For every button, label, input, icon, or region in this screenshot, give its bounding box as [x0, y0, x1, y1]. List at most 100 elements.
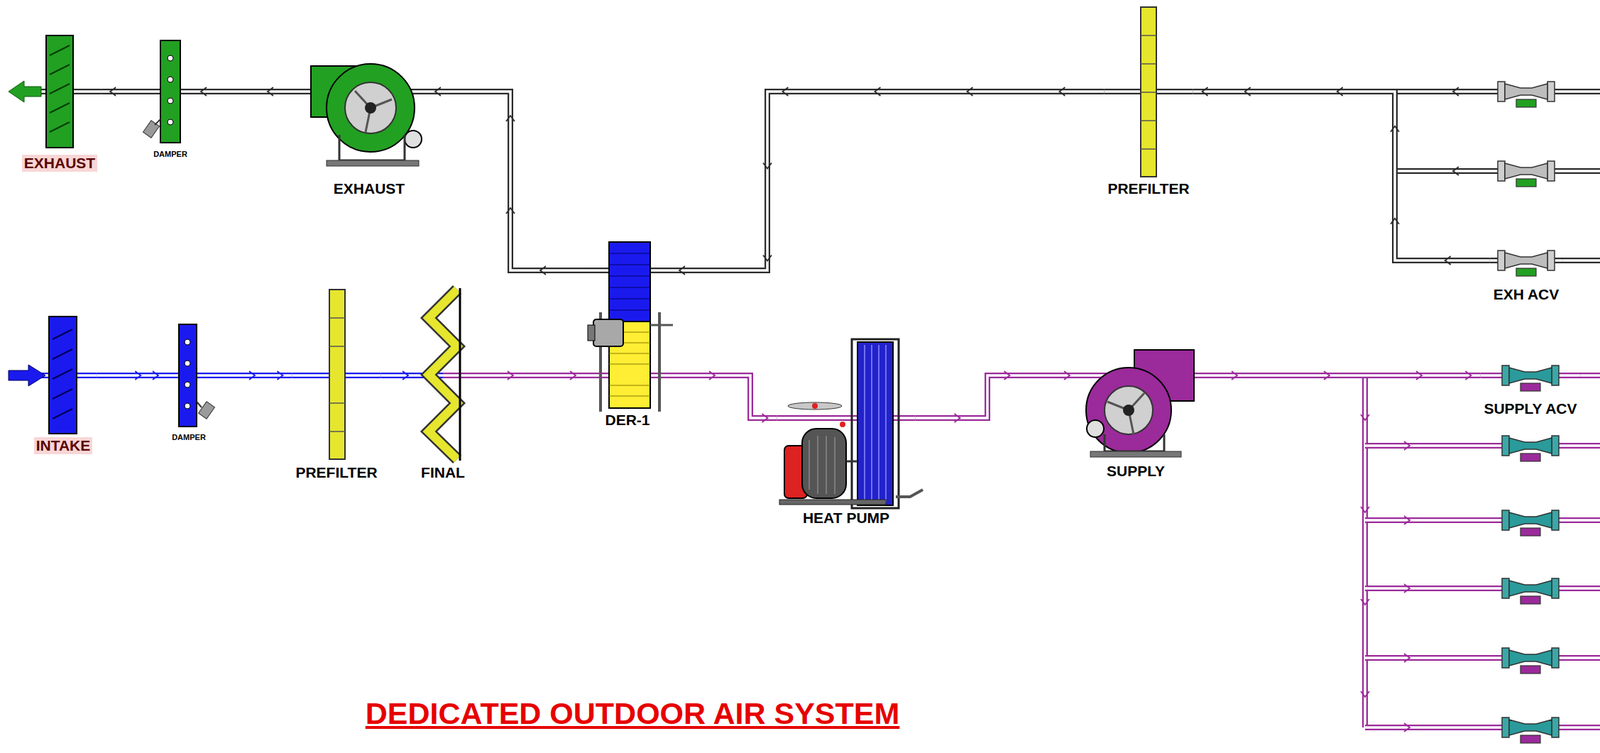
duct-core — [777, 416, 847, 420]
duct-core — [191, 90, 313, 93]
flow-chevron — [152, 371, 159, 380]
exhaust-damper — [167, 76, 174, 83]
final-filter — [459, 288, 462, 461]
flow-chevron — [570, 371, 576, 380]
exhaust-fan — [326, 160, 419, 167]
branch-duct — [1365, 516, 1503, 525]
flow-chevron — [1202, 87, 1209, 96]
equipment-node: FINAL — [417, 289, 469, 483]
equipment-node: EXHAUST — [18, 35, 101, 174]
duct-connector — [1193, 87, 1490, 265]
duct-wall — [670, 91, 1104, 271]
diagram-title: DEDICATED OUTDOOR AIR SYSTEM — [365, 696, 901, 732]
flow-chevron — [435, 87, 441, 96]
flow-chevron — [134, 371, 141, 380]
duct-connector — [1192, 371, 1481, 380]
flow-chevron — [540, 266, 546, 275]
component-label: SUPPLY ACV — [1483, 400, 1577, 418]
component-label: PREFILTER — [295, 464, 377, 482]
duct-connector — [425, 87, 585, 275]
flow-chevron — [1245, 87, 1251, 96]
flow-chevron — [709, 371, 715, 380]
intake-arrow — [8, 364, 46, 387]
component-label: PREFILTER — [1107, 180, 1189, 198]
flow-chevron — [507, 371, 514, 380]
intake-louver — [48, 316, 77, 434]
duct-core — [100, 90, 150, 93]
flow-chevron — [782, 87, 788, 96]
heat-pump — [864, 344, 886, 503]
exhaust-louver — [46, 35, 74, 148]
exhaust-damper — [154, 119, 161, 125]
supply-acvs — [1502, 648, 1559, 674]
branch-duct — [1365, 653, 1503, 663]
flow-chevron — [276, 371, 283, 380]
branch-duct — [1558, 727, 1600, 729]
branch-duct — [1554, 171, 1600, 172]
component-label: EXH ACV — [1493, 286, 1560, 304]
energy-recovery-wheel — [587, 242, 673, 412]
component-label: DAMPER — [171, 433, 206, 443]
intake-arrow — [8, 364, 46, 387]
flow-chevron — [763, 163, 772, 169]
duct-wall — [442, 372, 469, 379]
duct-core — [1365, 444, 1503, 448]
heat-pump — [812, 403, 818, 409]
through-duct — [777, 418, 916, 419]
duct-wall — [915, 375, 1080, 419]
flow-chevron — [762, 413, 769, 423]
supply-fan — [1086, 367, 1172, 453]
final-filter — [428, 288, 460, 461]
exhaust-damper — [167, 97, 174, 104]
exhaust-fan — [404, 130, 422, 148]
component-label: EXHAUST — [333, 180, 405, 198]
equipment-node: DER-1 — [584, 239, 671, 431]
flow-chevron — [1465, 371, 1471, 380]
duct-wall — [95, 372, 168, 379]
equipment-node: PREFILTER — [291, 289, 381, 483]
duct-connector — [210, 371, 292, 380]
flow-chevron — [763, 255, 772, 262]
flow-chevron — [1390, 218, 1400, 225]
heat-pump — [809, 435, 835, 495]
duct-wall — [1558, 442, 1600, 449]
heat-pump — [802, 428, 847, 499]
exhaust-fan — [310, 63, 422, 167]
duct-wall — [1554, 168, 1600, 174]
flow-chevron — [954, 413, 961, 423]
exhaust-damper — [167, 55, 174, 62]
duct-connector — [381, 371, 419, 380]
equipment-node: EXH ACV — [1489, 248, 1564, 305]
exhaust-prefilter — [1140, 35, 1157, 150]
duct-connector — [191, 87, 313, 96]
exhaust-fan — [344, 82, 397, 134]
heat-pump — [779, 339, 923, 509]
supply-acvs — [1502, 510, 1559, 536]
heat-pump — [839, 421, 846, 428]
duct-core — [1558, 726, 1600, 730]
duct-core — [210, 374, 292, 377]
exhaust-fan — [364, 102, 377, 114]
branch-duct — [1558, 588, 1600, 590]
flow-chevron — [1360, 691, 1370, 698]
flow-chevron — [874, 87, 881, 96]
duct-core — [1554, 169, 1600, 173]
intake-louver — [48, 316, 77, 434]
duct-core — [670, 375, 778, 419]
intake-damper — [184, 360, 191, 367]
duct-core — [1193, 91, 1490, 261]
equipment-node: INTAKE — [30, 316, 97, 456]
intake-damper — [184, 339, 191, 345]
duct-wall — [1554, 88, 1600, 95]
flow-chevron — [1453, 87, 1459, 96]
supply-prefilter — [329, 318, 345, 432]
branch-duct — [1360, 375, 1370, 728]
exhaust-louver — [49, 45, 70, 133]
energy-recovery-wheel — [650, 324, 673, 327]
flow-chevron — [1404, 441, 1410, 451]
heat-pump — [895, 489, 923, 497]
supply-acvs — [1502, 365, 1559, 744]
flow-chevron — [966, 87, 973, 96]
